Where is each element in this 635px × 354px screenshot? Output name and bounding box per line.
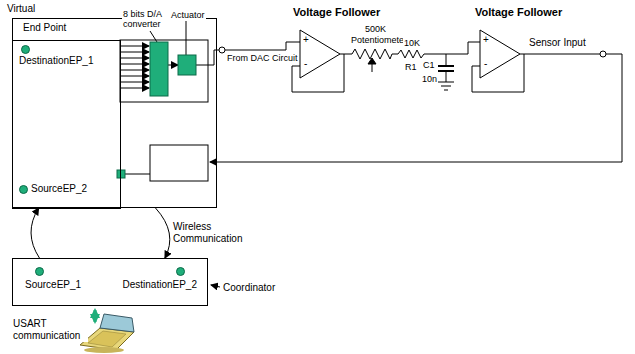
actuator-housing	[120, 40, 208, 102]
leader-line	[211, 285, 220, 287]
endpoint-dot	[176, 267, 185, 276]
wiper-arrow	[368, 58, 376, 64]
node-text: SourceEP_1	[25, 279, 81, 291]
wire	[468, 42, 480, 54]
opamp-symbol	[480, 30, 520, 78]
link-label: USART communication	[12, 318, 88, 342]
adc-block	[150, 145, 208, 181]
dac-block	[150, 42, 168, 96]
opamp-symbol	[300, 30, 340, 78]
link-label: Wireless Communication	[172, 221, 246, 245]
node-text: DestinationEP_2	[123, 279, 198, 291]
component-name: C1	[422, 60, 436, 70]
actuator-block	[178, 55, 196, 75]
component-name: R1	[404, 62, 418, 72]
ground-symbol	[438, 82, 454, 90]
wireless-link	[31, 208, 39, 258]
endpoint-dot	[19, 185, 28, 194]
wire	[344, 54, 352, 55]
pin-sign: +	[302, 35, 310, 45]
terminal	[219, 47, 225, 53]
wire	[446, 71, 447, 82]
wire	[196, 50, 219, 65]
part-label: Coordinator	[222, 282, 276, 294]
capacitor-symbol	[438, 65, 454, 67]
laptop-icon	[80, 314, 134, 353]
component-value: 10K	[403, 38, 421, 48]
signal-label: From DAC Circuit	[226, 53, 299, 63]
node-text: End Point	[23, 22, 66, 34]
component-value: 10n	[421, 74, 438, 84]
endpoint-dot	[21, 45, 30, 54]
node-text: SourceEP_2	[31, 183, 87, 195]
circuit-title: Voltage Follower	[474, 6, 563, 19]
wire	[125, 174, 150, 175]
wire	[446, 54, 447, 66]
resistor-symbol	[398, 50, 424, 58]
part-label: 8 bits D/A converter	[122, 9, 174, 29]
part-label: Actuator	[170, 10, 206, 20]
endpoint-box: DestinationEP_1SourceEP_2	[12, 40, 121, 209]
signal-label: Sensor Input	[528, 37, 587, 49]
pin-sign: -	[303, 59, 308, 69]
endpoint-dot	[35, 267, 44, 276]
pin-sign: +	[482, 35, 490, 45]
bus-arrows	[121, 46, 149, 88]
component-name: Potentiometer	[350, 35, 408, 45]
dac-to-actuator	[168, 65, 178, 66]
wire	[524, 54, 600, 55]
node-text: DestinationEP_1	[19, 55, 94, 67]
pin-sign: -	[483, 59, 488, 69]
leader-line	[186, 21, 187, 55]
circuit-title: Voltage Follower	[292, 6, 381, 19]
device-box: VirtualEnd PointDestinationEP_1SourceEP_…	[12, 18, 217, 208]
leader-line	[150, 31, 157, 42]
node-text: Virtual	[7, 3, 35, 15]
usart-arrow	[94, 310, 97, 322]
wire	[225, 42, 300, 50]
port-square	[117, 170, 125, 178]
coordinator-box: SourceEP_1 DestinationEP_2	[12, 258, 208, 306]
wire	[392, 54, 398, 55]
component-value: 500K	[364, 24, 387, 34]
wireless-link	[156, 208, 170, 258]
feedback-wire	[472, 54, 524, 92]
sensor-wire	[210, 54, 622, 162]
feedback-wire	[292, 54, 344, 92]
terminal	[600, 51, 606, 57]
